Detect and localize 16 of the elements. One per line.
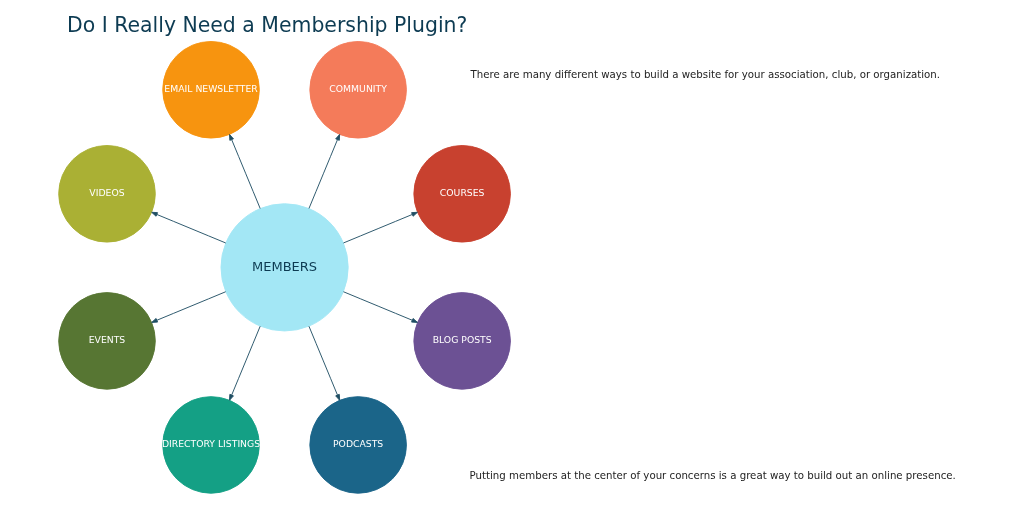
arrow [229, 134, 261, 209]
label: There are many different ways to build a website for your association, club, or organization. [470, 68, 941, 80]
node-circle: PODCASTS [309, 396, 407, 494]
arrow [151, 291, 227, 323]
node-circle: VIDEOS [58, 145, 156, 243]
arrow [229, 325, 261, 401]
arrow [308, 325, 341, 401]
arrow [343, 291, 418, 323]
diagram-title: Do I Really Need a Membership Plugin? [66, 12, 468, 37]
arrow [151, 211, 227, 244]
node-circle: EVENTS [58, 292, 156, 390]
node-circle: MEMBERS [220, 203, 349, 332]
arrow [343, 211, 418, 244]
label: Putting members at the center of your concerns is a great way to build out an online presence. [469, 469, 956, 481]
node-circle: DIRECTORY LISTINGS [162, 396, 260, 494]
arrow [308, 134, 341, 209]
